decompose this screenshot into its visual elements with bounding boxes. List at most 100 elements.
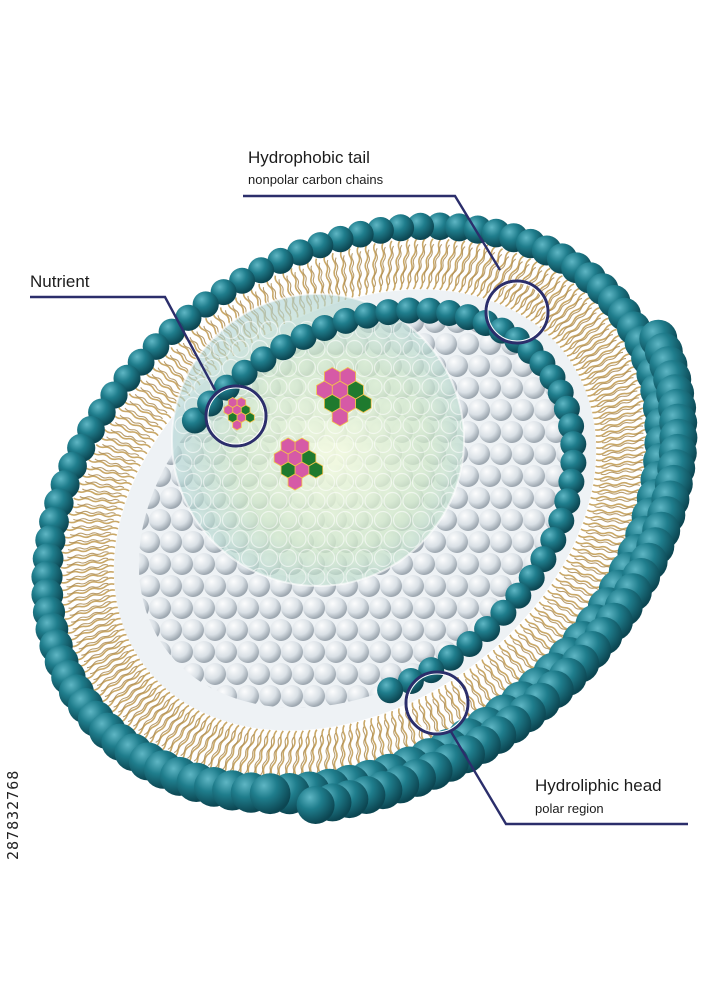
tail-chain bbox=[584, 515, 637, 523]
tail-chain bbox=[81, 635, 121, 656]
tail-chain bbox=[510, 264, 545, 310]
grey-sphere bbox=[226, 663, 248, 685]
tail-chain bbox=[493, 255, 525, 303]
core-bubble bbox=[345, 491, 364, 511]
tail-chain bbox=[68, 512, 122, 518]
tail-chain bbox=[109, 676, 154, 714]
tail-chain bbox=[180, 720, 206, 757]
tail-chain bbox=[79, 496, 120, 502]
tail-chain bbox=[61, 546, 116, 554]
grey-sphere bbox=[468, 487, 490, 509]
core-rim bbox=[171, 293, 465, 587]
tail-chain bbox=[347, 729, 352, 769]
tail-chain bbox=[214, 724, 240, 774]
core-bubble bbox=[335, 510, 355, 530]
tail-chain bbox=[268, 730, 284, 782]
core-bubble bbox=[202, 510, 222, 530]
tail-chain bbox=[520, 273, 549, 309]
tail-chain bbox=[501, 650, 528, 678]
grey-sphere bbox=[391, 641, 413, 663]
tail-chain bbox=[78, 482, 130, 492]
tail-chain bbox=[419, 238, 434, 290]
tail-chain bbox=[509, 266, 537, 303]
core-bubble bbox=[383, 377, 402, 397]
tail-chain bbox=[598, 484, 641, 489]
core-bubble bbox=[297, 510, 317, 530]
tail-chain bbox=[87, 473, 127, 482]
nutrient-callout-ring bbox=[207, 387, 265, 445]
tail-chain bbox=[73, 497, 126, 505]
grey-sphere bbox=[138, 575, 160, 597]
tail-chain bbox=[292, 730, 304, 782]
tail-chain bbox=[119, 684, 162, 724]
tail-chain bbox=[153, 704, 190, 749]
nutrient-hexagon bbox=[308, 461, 324, 479]
core-bubble bbox=[221, 510, 241, 530]
core-bubble bbox=[297, 358, 317, 378]
tail-chain bbox=[140, 387, 173, 408]
tail-chain bbox=[583, 538, 623, 547]
core-bubble bbox=[316, 434, 336, 454]
tail-chain bbox=[128, 393, 172, 419]
core-bubble bbox=[326, 491, 345, 511]
grey-sphere bbox=[490, 443, 512, 465]
grey-sphere bbox=[589, 685, 611, 707]
tail-chain bbox=[383, 719, 392, 758]
grey-sphere bbox=[435, 597, 457, 619]
tail-chain bbox=[71, 525, 113, 529]
grey-sphere bbox=[138, 311, 160, 333]
grey-sphere bbox=[116, 311, 138, 333]
grey-sphere bbox=[336, 619, 358, 641]
core-bubble bbox=[459, 453, 464, 473]
tail-chain bbox=[369, 724, 376, 763]
tail-chain bbox=[165, 710, 200, 756]
tail-chain bbox=[591, 488, 645, 494]
core-bubble bbox=[345, 453, 364, 473]
grey-sphere bbox=[424, 531, 446, 553]
core-bubble bbox=[326, 529, 345, 549]
core-bubble bbox=[459, 415, 464, 435]
tail-chain bbox=[71, 607, 112, 623]
tail-chain bbox=[355, 728, 359, 767]
tail-chain bbox=[515, 270, 543, 306]
tail-chain bbox=[553, 302, 588, 333]
tail-chain bbox=[426, 238, 442, 290]
head-sphere bbox=[387, 214, 415, 242]
tail-chain bbox=[439, 695, 455, 729]
tail-chain bbox=[373, 248, 378, 288]
tail-chain bbox=[585, 531, 626, 540]
grey-sphere bbox=[457, 377, 479, 399]
tail-chain bbox=[172, 712, 206, 759]
grey-sphere bbox=[237, 597, 259, 619]
tail-chain bbox=[366, 249, 371, 289]
core-bubble bbox=[402, 491, 421, 511]
core-bubble bbox=[411, 358, 431, 378]
tail-chain bbox=[398, 714, 408, 752]
tail-chain bbox=[406, 238, 418, 290]
tail-chain bbox=[495, 655, 521, 683]
core-bubble bbox=[259, 396, 279, 416]
grey-sphere bbox=[556, 707, 578, 729]
head-callout-circle bbox=[404, 670, 470, 736]
tail-chain bbox=[370, 717, 379, 768]
tail-chain bbox=[600, 418, 643, 431]
grey-sphere bbox=[292, 663, 314, 685]
tail-chain bbox=[581, 345, 620, 370]
tail-chain bbox=[601, 461, 643, 469]
head-sphere bbox=[249, 773, 291, 815]
core-bubble bbox=[240, 510, 260, 530]
tail-chain bbox=[324, 733, 330, 774]
grey-sphere bbox=[435, 553, 457, 575]
tail-chain bbox=[124, 407, 159, 426]
tail-chain bbox=[84, 480, 125, 489]
core-bubble bbox=[345, 529, 364, 549]
tail-chain bbox=[599, 476, 642, 482]
nutrient-hexagon bbox=[294, 437, 310, 455]
tail-chain bbox=[405, 711, 416, 749]
nutrient-clusters bbox=[223, 367, 372, 491]
tail-chain bbox=[60, 577, 115, 592]
head-sphere bbox=[406, 212, 434, 240]
grey-sphere bbox=[578, 707, 600, 729]
tail-chain bbox=[61, 552, 115, 562]
tail-chain bbox=[590, 495, 644, 501]
